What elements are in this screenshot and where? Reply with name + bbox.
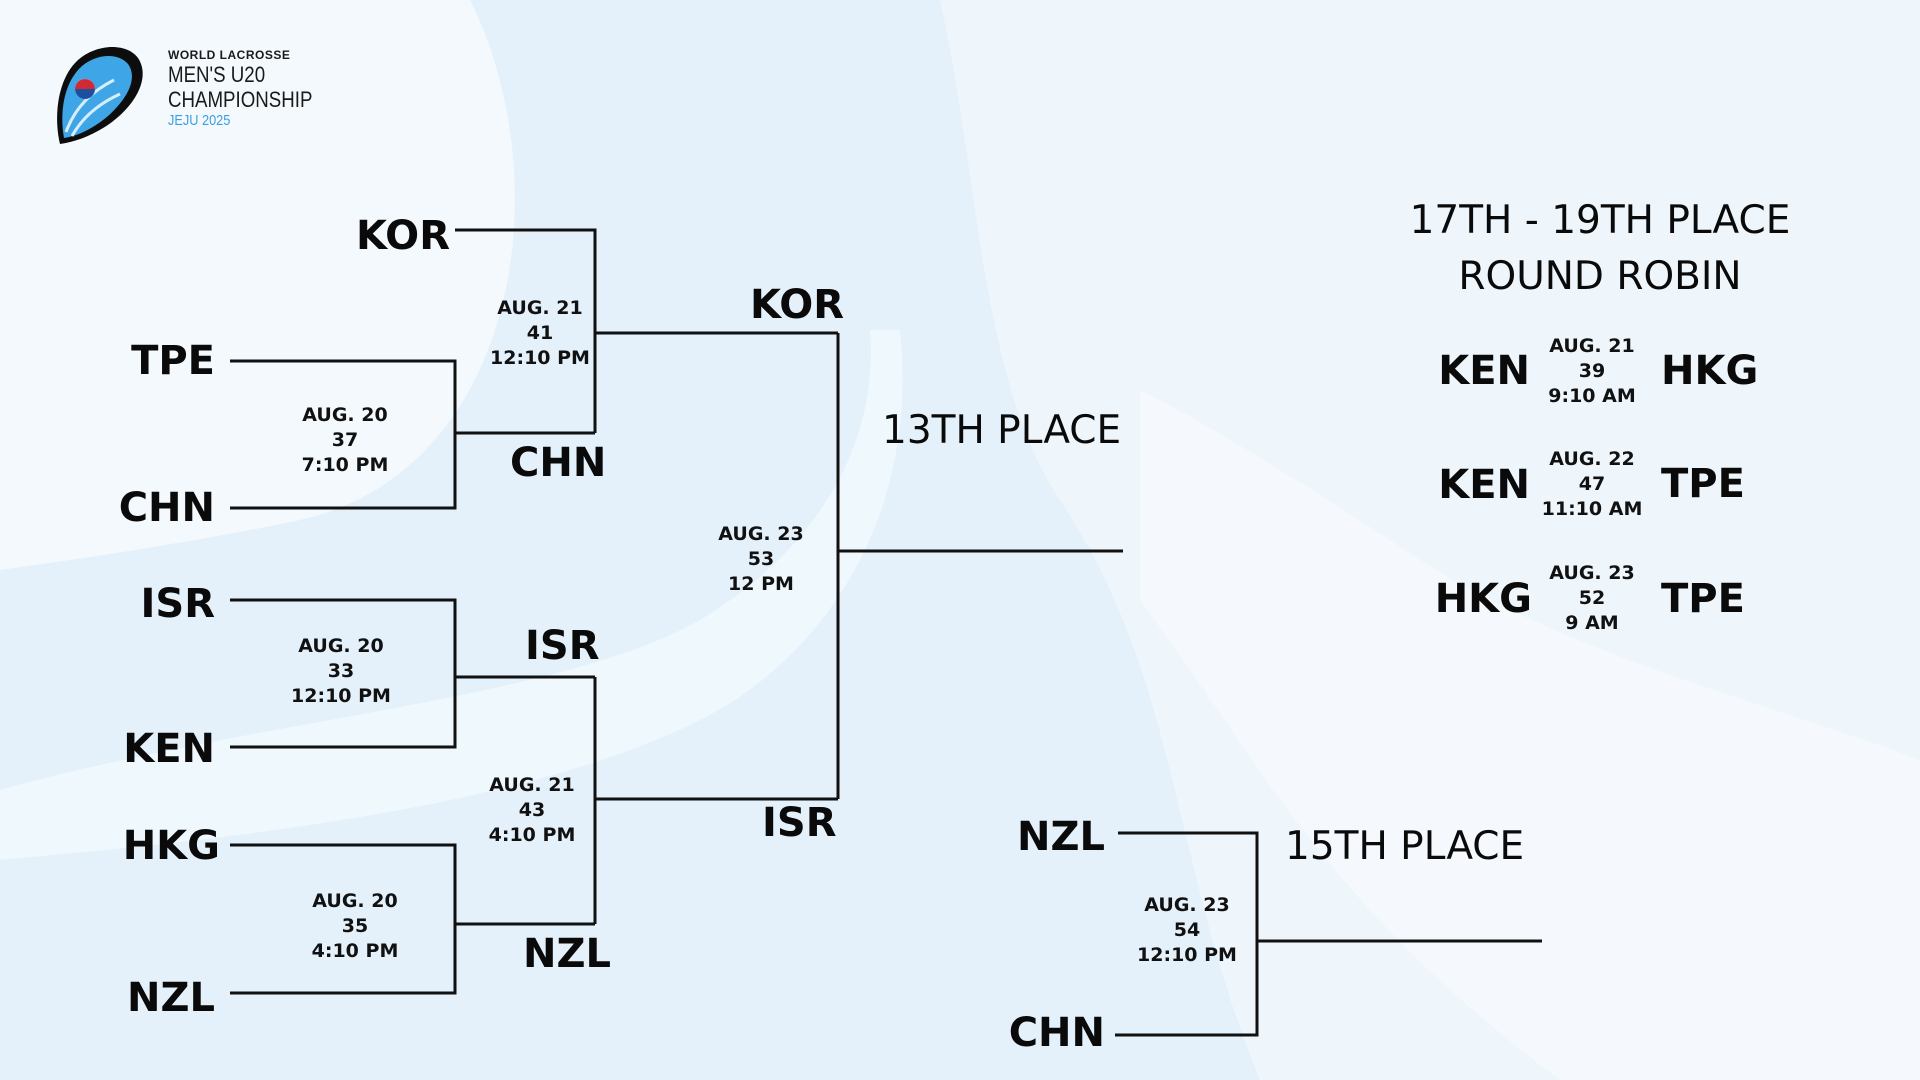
game-number: 37 <box>331 429 359 451</box>
team-r2-1-top: KOR <box>355 213 450 259</box>
event-location: JEJU 2025 <box>168 112 231 129</box>
championship-logo <box>57 46 143 144</box>
game-date: AUG. 20 <box>312 890 398 912</box>
rr-game1-team1: KEN <box>1438 348 1530 394</box>
game-info-37: AUG. 20 37 7:10 PM <box>265 403 425 478</box>
team-final13-top: KOR <box>750 282 845 328</box>
game-time: 4:10 PM <box>488 824 576 846</box>
rr-game1-info: AUG. 21 39 9:10 AM <box>1512 334 1672 409</box>
rr-game3-info: AUG. 23 52 9 AM <box>1512 561 1672 636</box>
game-number: 35 <box>341 915 369 937</box>
team-final13-bottom: ISR <box>762 800 837 846</box>
game-number: 43 <box>518 799 546 821</box>
game-date: AUG. 21 <box>1549 335 1635 357</box>
team-r1-1-top: TPE <box>131 338 215 384</box>
game-info-43: AUG. 21 43 4:10 PM <box>452 773 612 848</box>
rr-game3-team2: TPE <box>1661 576 1745 622</box>
game-date: AUG. 20 <box>302 404 388 426</box>
game-time: 9:10 AM <box>1548 385 1636 407</box>
rr-game1-team2: HKG <box>1661 348 1759 394</box>
team-r2-2-top: ISR <box>525 623 600 669</box>
game-date: AUG. 20 <box>298 635 384 657</box>
org-name: WORLD LACROSSE <box>168 48 291 62</box>
team-final15-top: NZL <box>1017 814 1105 860</box>
team-final15-bottom: CHN <box>1008 1010 1105 1056</box>
game-date: AUG. 22 <box>1549 448 1635 470</box>
game-info-33: AUG. 20 33 12:10 PM <box>261 634 421 709</box>
event-line-1: MEN'S U20 <box>168 62 266 87</box>
game-info-54: AUG. 23 54 12:10 PM <box>1107 893 1267 968</box>
game-time: 12:10 PM <box>291 685 391 707</box>
game-number: 52 <box>1578 587 1606 609</box>
game-time: 4:10 PM <box>311 940 399 962</box>
team-r1-2-bottom: KEN <box>123 726 215 772</box>
rr-game2-team1: KEN <box>1438 462 1530 508</box>
rr-game3-team1: HKG <box>1434 576 1532 622</box>
game-info-53: AUG. 23 53 12 PM <box>681 522 841 597</box>
game-info-35: AUG. 20 35 4:10 PM <box>275 889 435 964</box>
game-date: AUG. 23 <box>718 523 804 545</box>
game-number: 54 <box>1173 919 1201 941</box>
game-time: 7:10 PM <box>301 454 389 476</box>
logo-text: WORLD LACROSSE MEN'S U20 CHAMPIONSHIP JE… <box>168 48 338 129</box>
game-date: AUG. 21 <box>497 297 583 319</box>
team-r2-2-bottom: NZL <box>523 931 611 977</box>
game-number: 47 <box>1578 473 1606 495</box>
game-date: AUG. 23 <box>1144 894 1230 916</box>
game-time: 9 AM <box>1565 612 1619 634</box>
round-robin-title-line2: ROUND ROBIN <box>1458 254 1742 299</box>
place-label-13th: 13TH PLACE <box>882 408 1122 453</box>
place-label-15th: 15TH PLACE <box>1285 824 1525 869</box>
rr-game2-team2: TPE <box>1661 461 1745 507</box>
game-number: 53 <box>747 548 775 570</box>
round-robin-title-line1: 17TH - 19TH PLACE <box>1409 198 1791 243</box>
game-number: 33 <box>327 660 355 682</box>
game-number: 41 <box>526 322 554 344</box>
game-info-41: AUG. 21 41 12:10 PM <box>460 296 620 371</box>
game-date: AUG. 23 <box>1549 562 1635 584</box>
game-time: 11:10 AM <box>1541 498 1643 520</box>
event-line-2: CHAMPIONSHIP <box>168 87 313 112</box>
game-time: 12:10 PM <box>1137 944 1237 966</box>
team-r1-3-top: HKG <box>122 823 220 869</box>
team-r2-1-bottom: CHN <box>510 440 607 486</box>
rr-game2-info: AUG. 22 47 11:10 AM <box>1512 447 1672 522</box>
team-r1-2-top: ISR <box>140 581 216 627</box>
game-date: AUG. 21 <box>489 774 575 796</box>
game-time: 12 PM <box>728 573 794 595</box>
team-r1-3-bottom: NZL <box>127 975 215 1021</box>
game-time: 12:10 PM <box>490 347 590 369</box>
team-r1-1-bottom: CHN <box>118 485 215 531</box>
game-number: 39 <box>1578 360 1606 382</box>
round-robin-title: 17TH - 19TH PLACE ROUND ROBIN <box>1340 193 1860 305</box>
